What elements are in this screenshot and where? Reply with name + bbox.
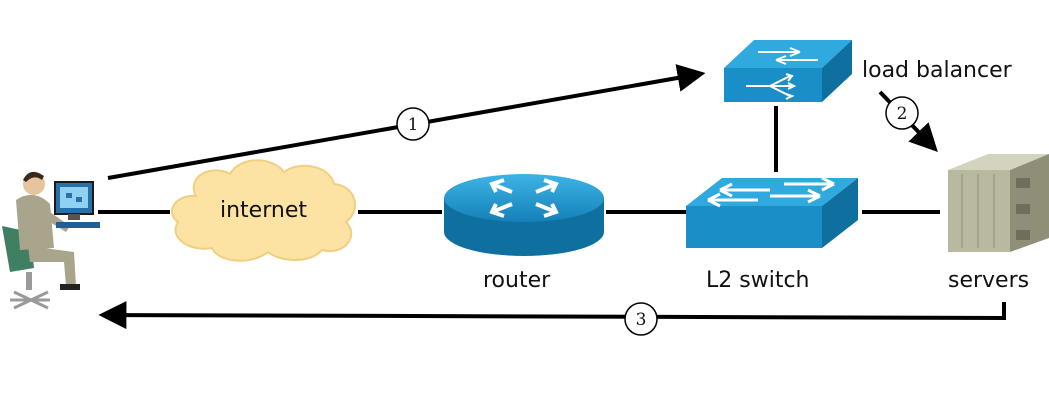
router-label: router	[483, 268, 551, 293]
switch-icon	[686, 176, 858, 248]
load-balancer-icon	[724, 40, 852, 102]
servers-label: servers	[948, 268, 1030, 293]
step-1-label: 1	[408, 115, 419, 135]
step-2-label: 2	[897, 104, 908, 124]
l2-switch-label: L2 switch	[706, 268, 810, 293]
user-at-computer-icon	[2, 171, 100, 310]
server-icon	[948, 154, 1049, 252]
router-icon	[444, 174, 604, 256]
arrow-step-3	[98, 301, 1006, 330]
step-3-marker: 3	[624, 302, 658, 336]
step-1-marker: 1	[396, 107, 430, 141]
step-2-marker: 2	[885, 96, 919, 130]
load-balancer-label: load balancer	[862, 58, 1012, 83]
internet-label: internet	[220, 198, 307, 223]
cloud-icon	[171, 159, 356, 262]
step-3-label: 3	[636, 310, 647, 330]
connection-lines	[98, 106, 940, 214]
